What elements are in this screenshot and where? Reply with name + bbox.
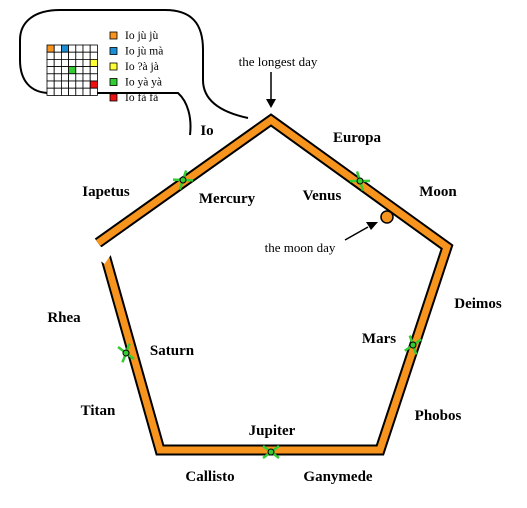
grid-cell	[89, 51, 98, 60]
legend-label: Io jù jù	[125, 30, 158, 42]
label-jupiter: Jupiter	[249, 423, 296, 439]
grid-cell	[75, 59, 84, 68]
grid-cell	[61, 80, 70, 89]
grid-cell	[46, 59, 55, 68]
grid-cell	[61, 73, 70, 82]
grid-cell	[75, 66, 84, 75]
grid-cell	[53, 80, 62, 89]
planet-marker	[404, 335, 422, 355]
grid-cell	[53, 59, 62, 68]
grid-cell	[82, 44, 91, 53]
grid-cell	[53, 44, 62, 53]
grid-cell	[46, 73, 55, 82]
grid-cell	[46, 51, 55, 60]
grid-cell	[75, 73, 84, 82]
grid-cell	[89, 87, 98, 96]
grid-cell	[46, 87, 55, 96]
grid-cell	[61, 59, 70, 68]
grid-cell	[82, 73, 91, 82]
label-ganymede: Ganymede	[303, 469, 373, 485]
longest-day-label: the longest day	[239, 54, 318, 69]
grid-cell	[89, 44, 98, 53]
grid-cell	[61, 87, 70, 96]
grid-cell	[68, 73, 77, 82]
moon-day-arrow	[344, 222, 378, 241]
legend-swatch	[109, 47, 118, 55]
speech-bubble	[19, 9, 249, 136]
planet-marker	[349, 171, 371, 191]
grid-cell	[89, 59, 98, 68]
label-iapetus: Iapetus	[82, 184, 130, 200]
legend-swatch	[109, 62, 118, 71]
grid-cell	[68, 51, 77, 60]
grid-cell	[46, 66, 55, 75]
grid-cell	[61, 66, 70, 75]
grid-cell	[82, 66, 91, 75]
label-venus: Venus	[303, 188, 342, 204]
grid-cell	[75, 44, 84, 53]
track-gap	[87, 242, 112, 264]
longest-day-arrow	[266, 72, 276, 108]
grid-cell	[82, 80, 91, 89]
legend-label: Io ?à jà	[125, 61, 159, 73]
grid-cell	[89, 66, 98, 75]
grid-cell	[61, 44, 70, 53]
label-deimos: Deimos	[454, 296, 502, 312]
grid-cell	[75, 51, 84, 60]
legend-swatch	[109, 78, 118, 86]
label-phobos: Phobos	[415, 408, 462, 424]
grid-cell	[89, 73, 98, 82]
label-io: Io	[200, 123, 213, 139]
grid-cell	[46, 44, 55, 53]
grid-cell	[53, 51, 62, 60]
grid-cell	[68, 59, 77, 68]
grid-cell	[68, 87, 77, 96]
pentagon-track	[87, 113, 454, 456]
grid-cell	[75, 87, 84, 96]
grid-cell	[68, 44, 77, 53]
grid-cell	[68, 80, 77, 89]
label-europa: Europa	[333, 130, 382, 146]
grid-cell	[53, 66, 62, 75]
moon-day-label: the moon day	[265, 240, 336, 255]
label-callisto: Callisto	[185, 469, 234, 485]
grid-cell	[61, 51, 70, 60]
grid-cell	[82, 51, 91, 60]
legend-swatch	[109, 93, 118, 102]
legend-label: Io fà fà	[125, 92, 158, 104]
legend: Io jù jù Io jù mà Io ?à jà Io yà yà Io fà fà	[109, 30, 163, 104]
label-mars: Mars	[362, 331, 396, 347]
legend-label: Io jù mà	[125, 46, 163, 58]
grid-cell	[89, 80, 98, 89]
grid-cell	[46, 80, 55, 89]
grid-cell	[82, 59, 91, 68]
legend-grid	[46, 44, 98, 96]
label-mercury: Mercury	[199, 191, 256, 207]
grid-cell	[82, 87, 91, 96]
label-rhea: Rhea	[47, 310, 81, 326]
track-markers	[117, 170, 422, 459]
grid-cell	[75, 80, 84, 89]
grid-cell	[68, 66, 77, 75]
grid-cell	[53, 87, 62, 96]
label-moon: Moon	[419, 184, 457, 200]
moon-day-marker	[380, 210, 394, 224]
legend-label: Io yà yà	[125, 77, 162, 89]
grid-cell	[53, 73, 62, 82]
planet-marker	[262, 445, 280, 459]
planet-marker	[172, 170, 194, 190]
legend-swatch	[109, 31, 118, 40]
planet-marker	[117, 343, 135, 363]
label-titan: Titan	[81, 403, 116, 419]
label-saturn: Saturn	[150, 343, 195, 359]
